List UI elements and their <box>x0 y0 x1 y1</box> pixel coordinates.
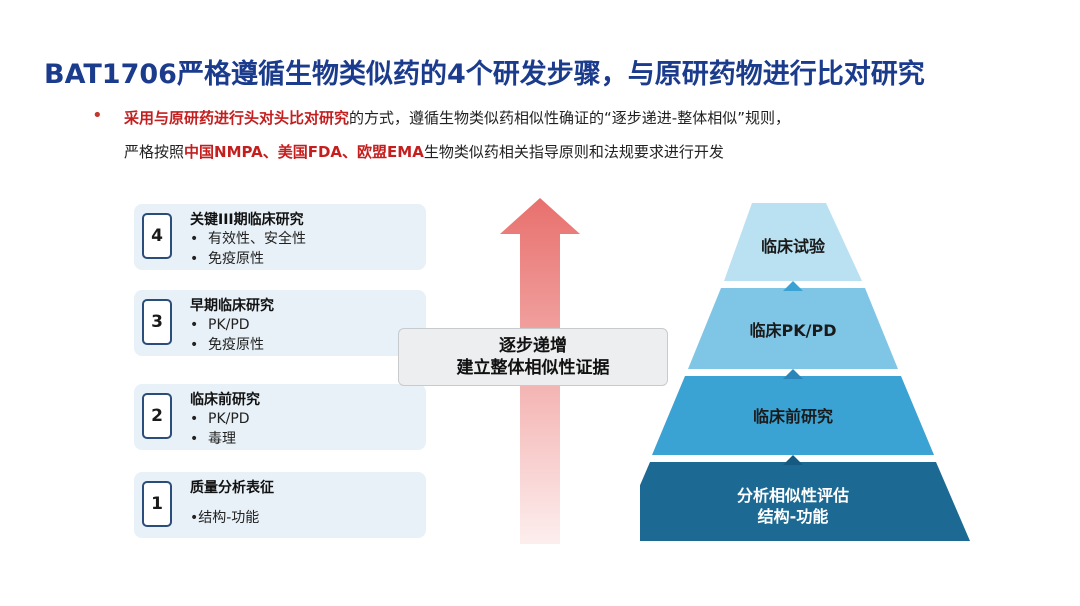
progress-label-line-1: 逐步递增 <box>499 336 567 356</box>
pyramid-label-4: 临床试验 <box>760 237 826 256</box>
step-number: 1 <box>142 481 172 527</box>
step-title: 质量分析表征 <box>190 480 274 496</box>
intro-highlight-1: 采用与原研药进行头对头比对研究 <box>124 109 350 127</box>
step-item: •PK/PD <box>190 411 250 427</box>
step-items: •PK/PD •免疫原性 <box>190 315 264 355</box>
intro-text-2a: 严格按照 <box>124 143 185 161</box>
intro-line-2: 严格按照中国NMPA、美国FDA、欧盟EMA生物类似药相关指导原则和法规要求进行… <box>124 141 724 162</box>
step-number: 2 <box>142 393 172 439</box>
pyramid-up-marker-icon <box>783 369 803 379</box>
step-number: 3 <box>142 299 172 345</box>
step-items: •有效性、安全性 •免疫原性 <box>190 229 306 269</box>
progress-label-line-2: 建立整体相似性证据 <box>456 358 610 378</box>
step-items: •结构-功能 <box>190 508 259 528</box>
pyramid-up-marker-icon <box>783 281 803 291</box>
bullet: • <box>92 105 103 126</box>
step-item: •PK/PD <box>190 317 250 333</box>
step-number: 4 <box>142 213 172 259</box>
pyramid-label-3: 临床PK/PD <box>749 321 837 340</box>
intro-line-1: 采用与原研药进行头对头比对研究的方式，遵循生物类似药相似性确证的“逐步递进-整体… <box>124 107 790 128</box>
step-item: •免疫原性 <box>190 251 264 267</box>
pyramid-label-1b: 结构-功能 <box>757 507 829 526</box>
intro-highlight-2: 中国NMPA、美国FDA、欧盟EMA <box>184 143 424 161</box>
pyramid-level-1 <box>640 462 970 541</box>
page-title: BAT1706严格遵循生物类似药的4个研发步骤，与原研药物进行比对研究 <box>44 59 925 90</box>
step-card-2: 2 临床前研究 •PK/PD •毒理 <box>134 384 426 450</box>
pyramid-label-1: 分析相似性评估 <box>736 486 850 505</box>
step-title: 临床前研究 <box>190 392 260 408</box>
progress-label-box: 逐步递增 建立整体相似性证据 <box>398 328 668 386</box>
step-items: •PK/PD •毒理 <box>190 409 250 449</box>
pyramid-diagram <box>640 203 970 541</box>
intro-text-2b: 生物类似药相关指导原则和法规要求进行开发 <box>423 143 724 161</box>
step-item: •有效性、安全性 <box>190 231 306 247</box>
step-card-4: 4 关键III期临床研究 •有效性、安全性 •免疫原性 <box>134 204 426 270</box>
step-item: •毒理 <box>190 431 236 447</box>
step-item: •结构-功能 <box>190 510 260 526</box>
step-title: 早期临床研究 <box>190 298 274 314</box>
pyramid-label-2: 临床前研究 <box>752 407 834 426</box>
step-card-3: 3 早期临床研究 •PK/PD •免疫原性 <box>134 290 426 356</box>
step-title: 关键III期临床研究 <box>190 212 304 228</box>
step-item: •免疫原性 <box>190 337 264 353</box>
step-card-1: 1 质量分析表征 •结构-功能 <box>134 472 426 538</box>
intro-text-1: 的方式，遵循生物类似药相似性确证的“逐步递进-整体相似”规则， <box>349 109 790 127</box>
pyramid-up-marker-icon <box>783 455 803 465</box>
pyramid-level-2 <box>652 376 934 455</box>
pyramid-level-4 <box>724 203 862 281</box>
pyramid-level-3 <box>688 288 898 369</box>
